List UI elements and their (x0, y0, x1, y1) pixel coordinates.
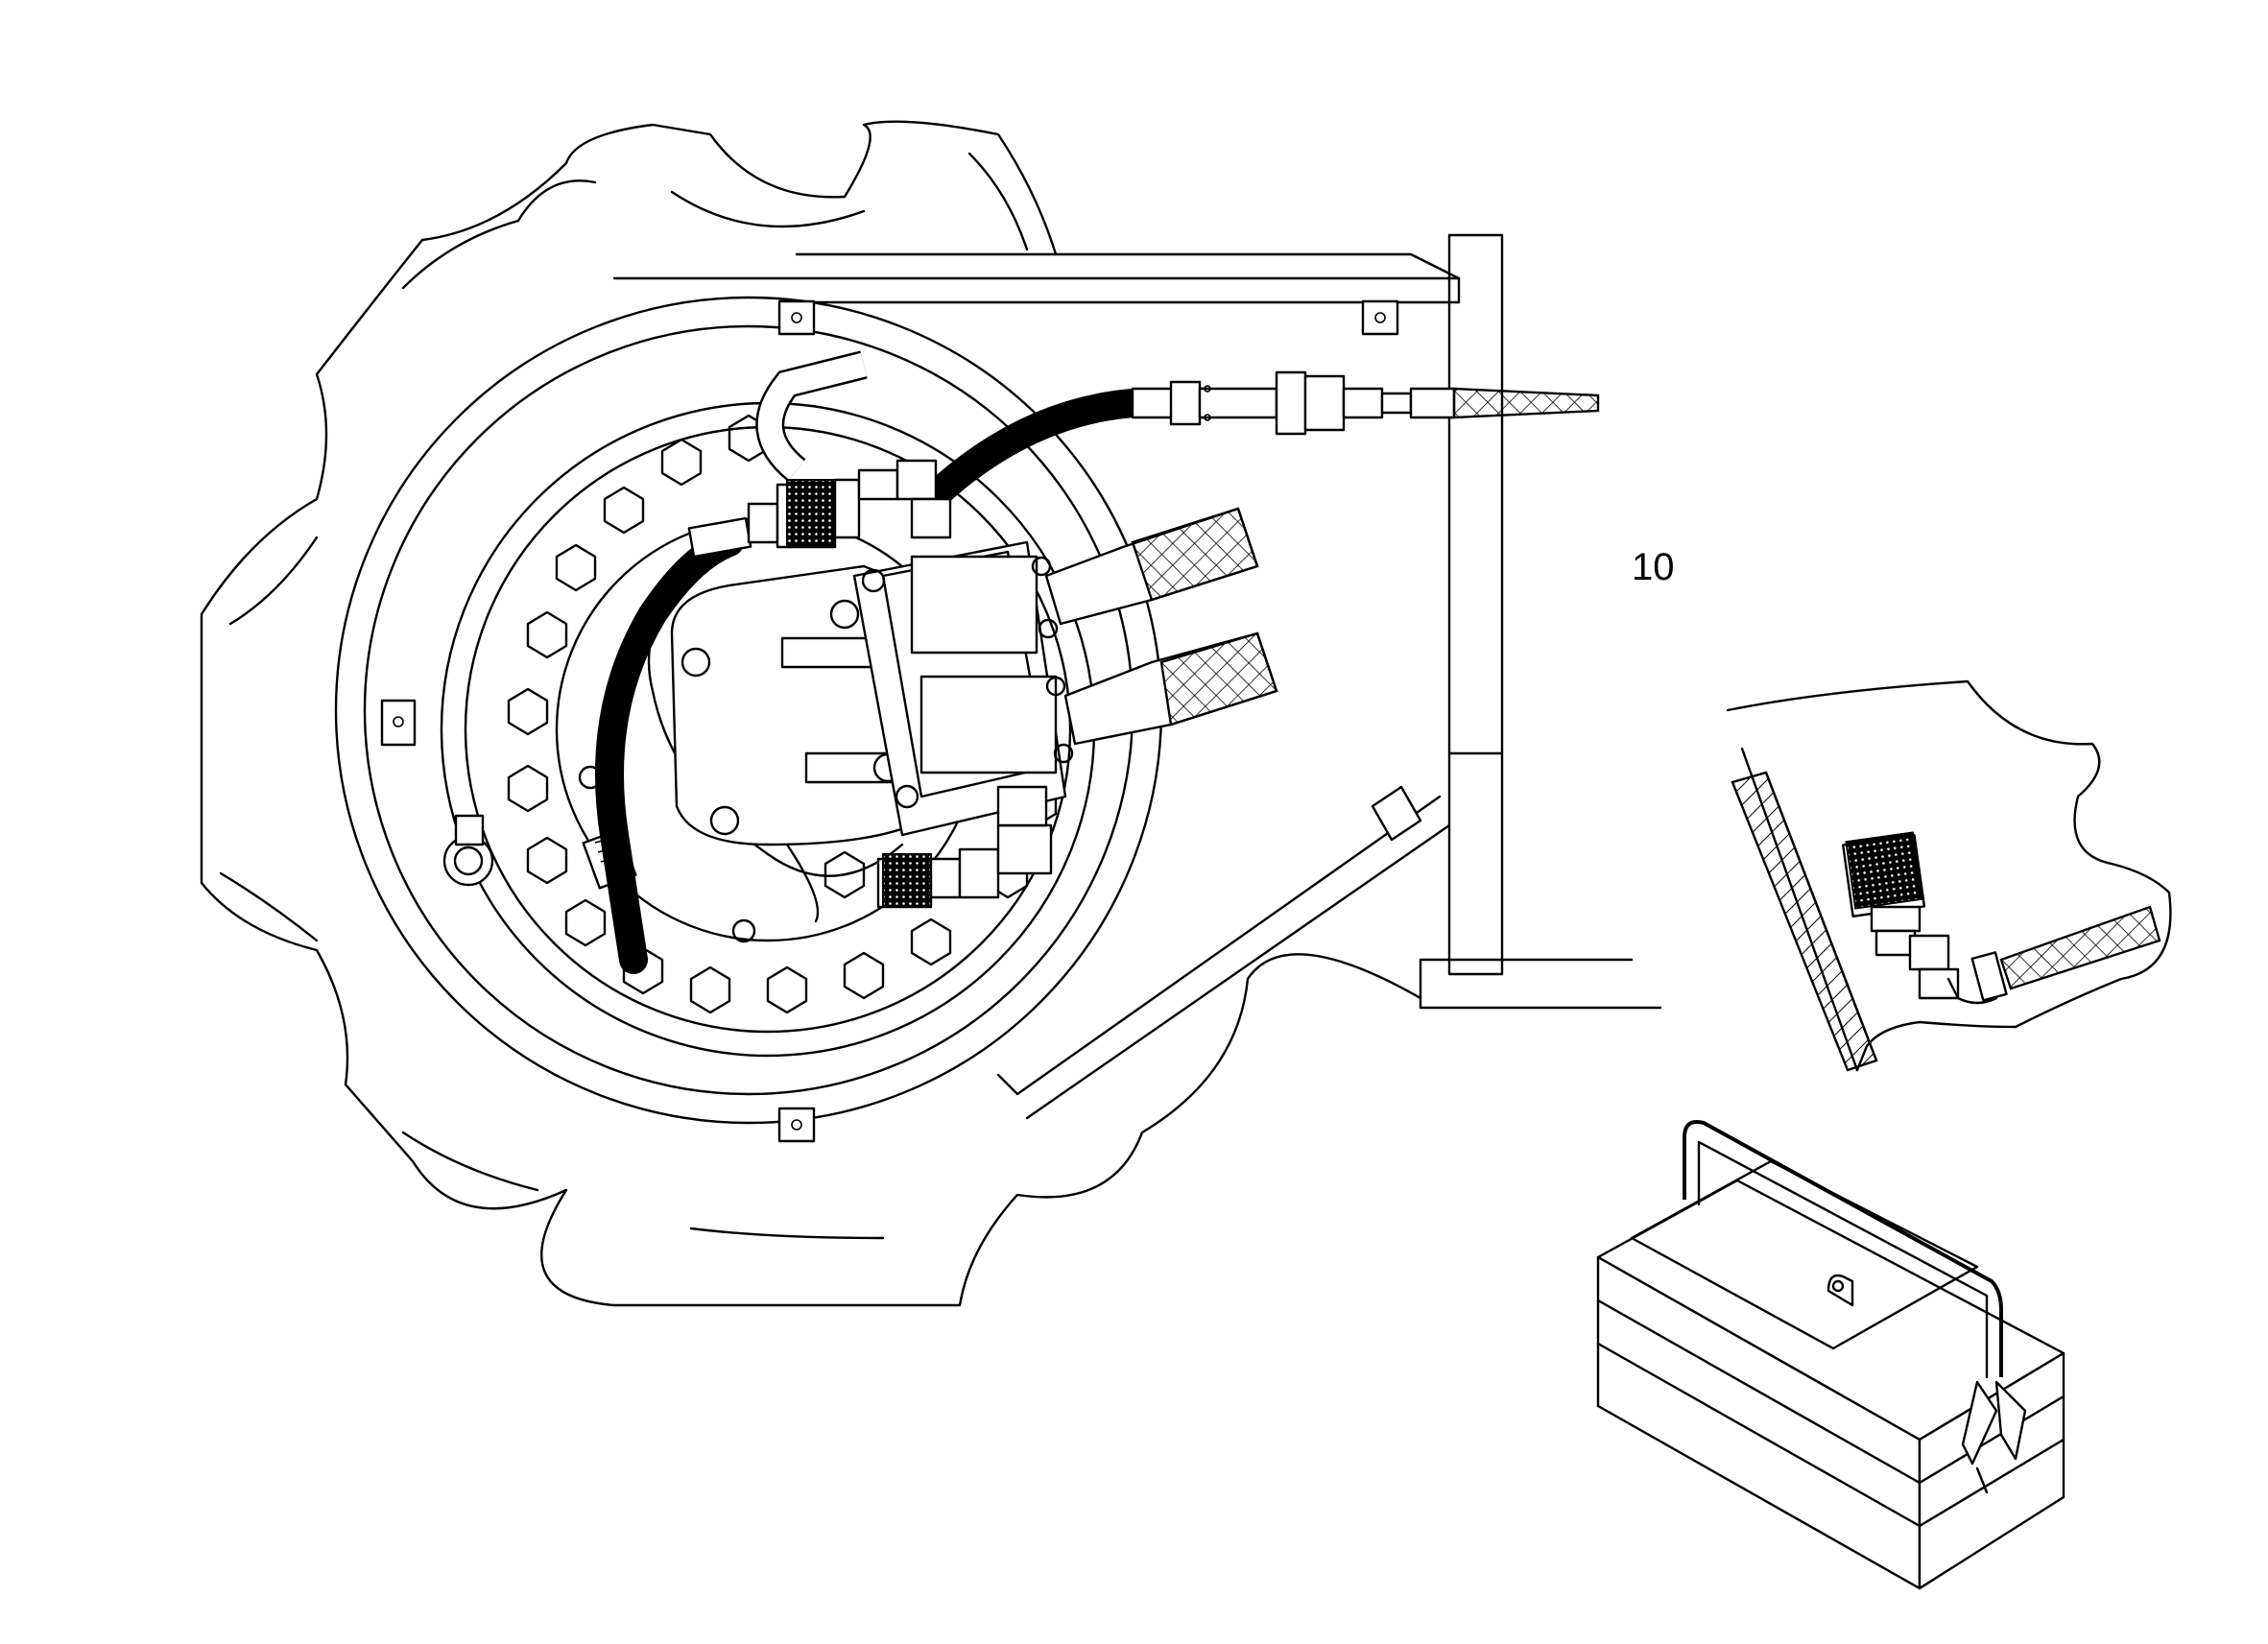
motor-body (647, 540, 1074, 923)
hub-bolt-heads (507, 414, 1058, 1014)
frame-structure (380, 233, 1662, 1143)
main-hoses (1044, 507, 1278, 746)
drive-sprocket (200, 120, 1422, 1307)
test-hose-line (442, 350, 1600, 974)
toolbox (1596, 1120, 2065, 1590)
reference-numeral: 10 (1632, 546, 1675, 588)
pressure-port-detail (1726, 679, 2172, 1072)
